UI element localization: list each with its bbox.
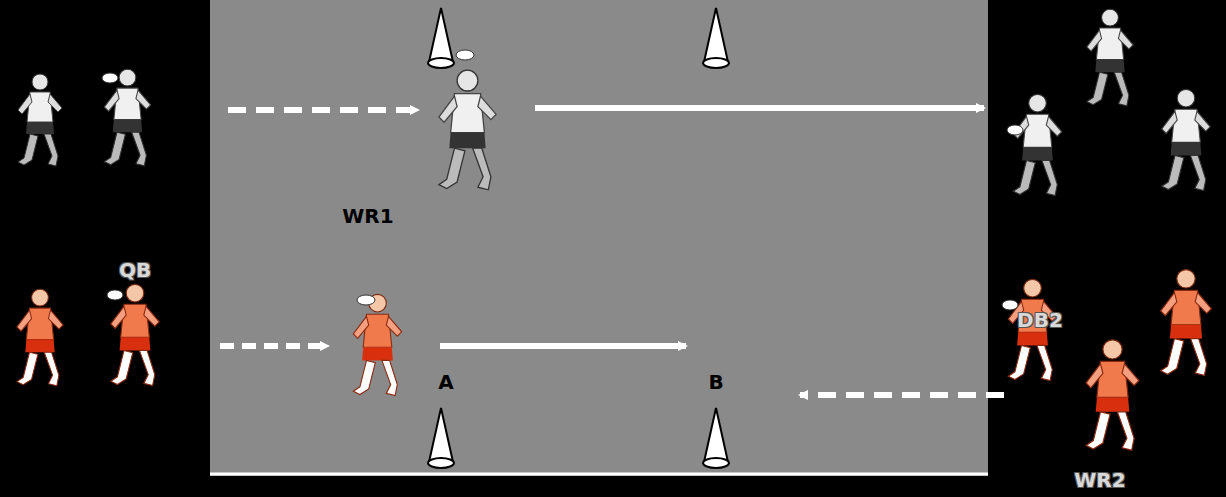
group-label: WR2 (1074, 470, 1125, 490)
cone-label: A (438, 372, 453, 392)
cone-label: B (708, 372, 723, 392)
group-label: DB2 (1017, 310, 1063, 330)
player-label: WR1 (342, 206, 393, 226)
group-label: QB (119, 260, 151, 280)
